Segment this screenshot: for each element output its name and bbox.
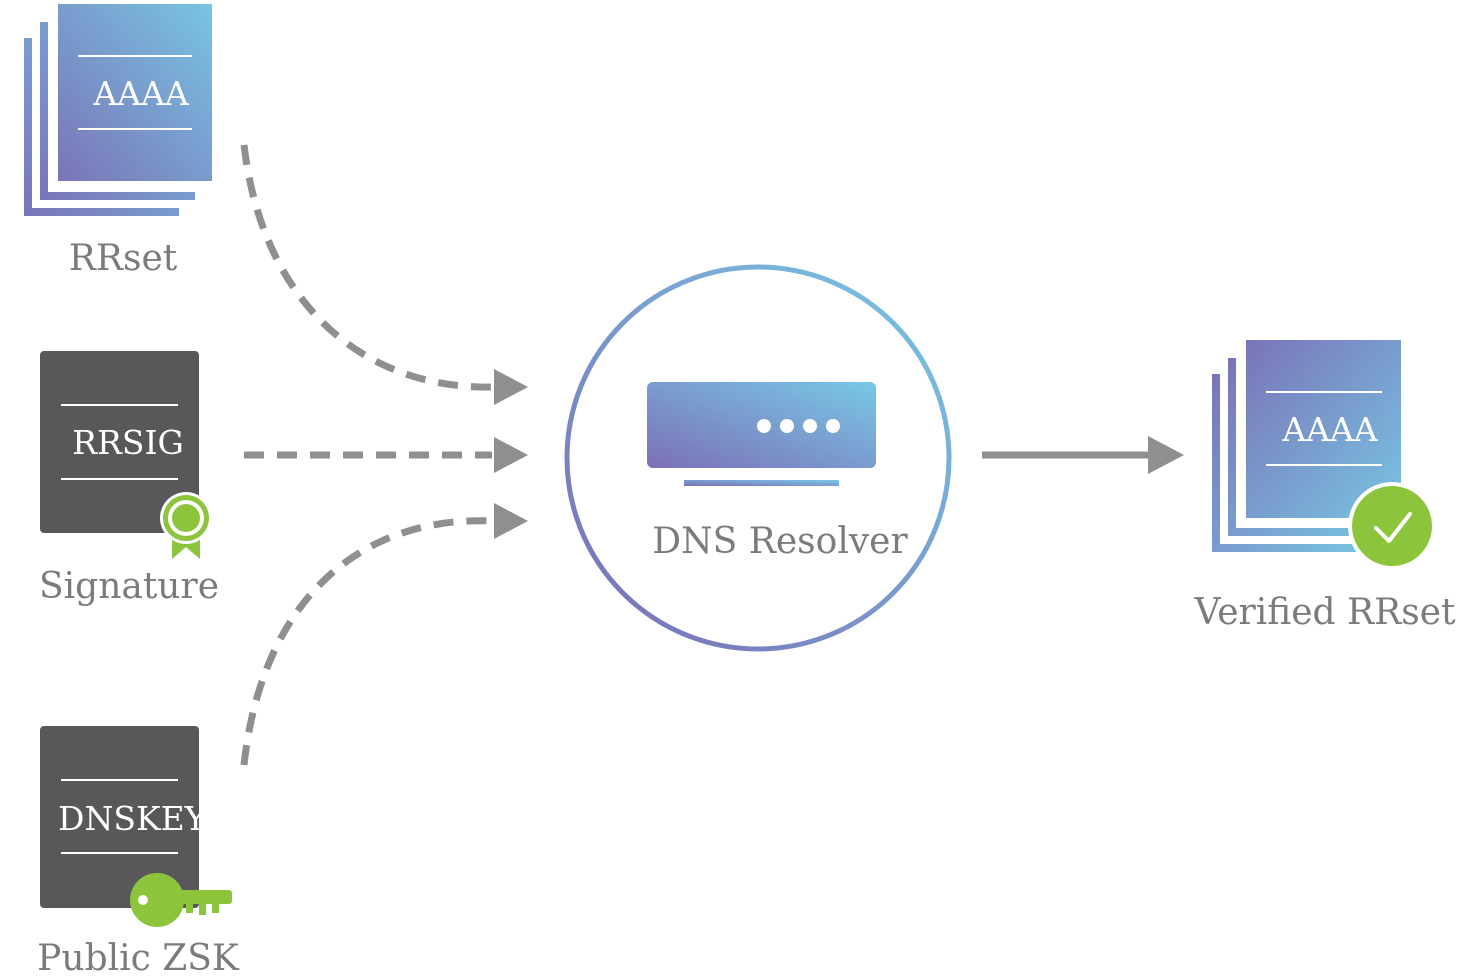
server-icon xyxy=(647,382,876,486)
key-icon xyxy=(130,873,232,927)
signature-to-resolver-arrow xyxy=(244,437,528,473)
rrset-to-resolver-arrow xyxy=(240,144,528,405)
rrset-document-stack: AAAA xyxy=(24,4,212,216)
zsk-to-resolver-arrow xyxy=(240,503,528,766)
dnskey-document: DNSKEY xyxy=(40,726,239,908)
public-zsk-label: Public ZSK xyxy=(37,938,240,978)
ribbon-award-icon xyxy=(160,492,212,559)
verified-record-type: AAAA xyxy=(1281,410,1378,449)
verified-rrset-label: Verified RRset xyxy=(1194,592,1457,633)
resolver-to-verified-arrow xyxy=(982,436,1184,474)
signature-label: Signature xyxy=(39,566,219,607)
rrsig-document: RRSIG xyxy=(40,351,199,533)
dnskey-record-type: DNSKEY xyxy=(58,799,208,838)
rrsig-record-type: RRSIG xyxy=(72,423,184,462)
dns-resolver-node: DNS Resolver xyxy=(564,264,952,652)
rrset-label: RRset xyxy=(69,238,178,279)
verified-rrset-document-stack: AAAA xyxy=(1212,340,1401,552)
dns-resolver-label: DNS Resolver xyxy=(652,521,908,562)
rrset-record-type: AAAA xyxy=(92,74,189,113)
check-circle-icon xyxy=(1348,482,1436,570)
